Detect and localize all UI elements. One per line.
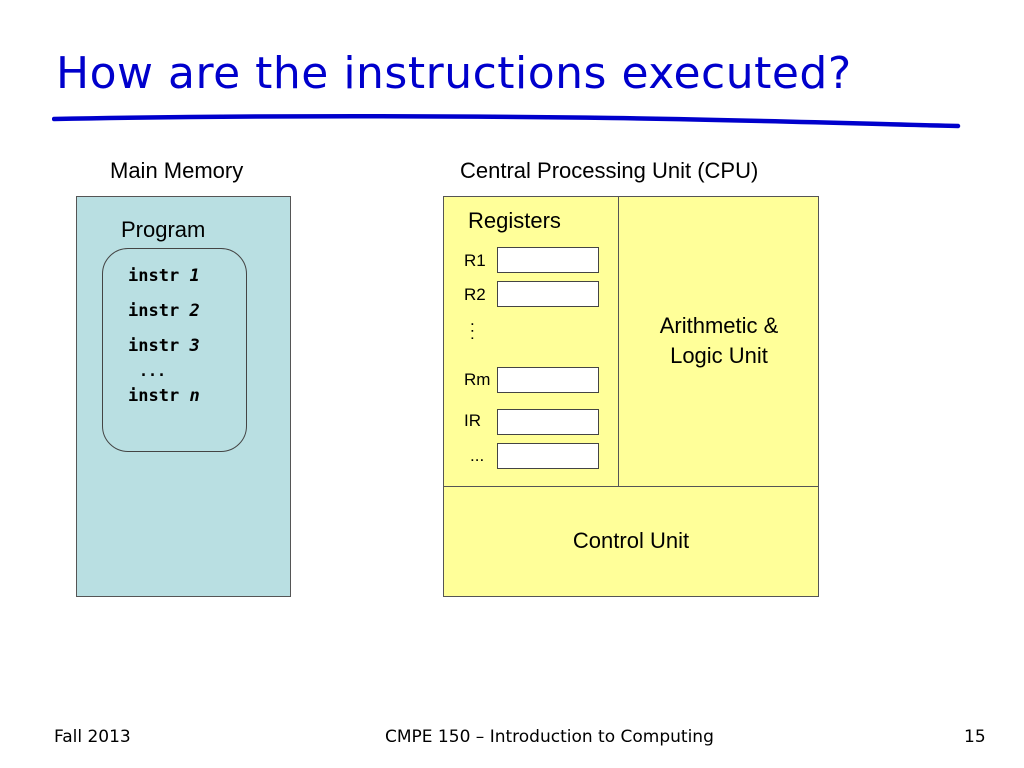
instruction-op: instr [128,386,180,406]
slide-title: How are the instructions executed? [56,48,852,99]
footer-date: Fall 2013 [54,727,131,747]
instruction-ellipsis: ... [139,362,167,380]
instruction-arg: 1 [189,266,200,286]
register-r2-box [497,281,599,307]
instruction-2: instr 2 [128,301,200,321]
instruction-arg: 3 [189,336,200,356]
register-r1-box [497,247,599,273]
program-box [102,248,247,452]
register-rm-label: Rm [464,370,491,389]
title-underline [52,114,961,129]
register-more-box [497,443,599,469]
instruction-arg: n [189,386,200,406]
alu-label: Arithmetic & Logic Unit [619,311,819,371]
register-r2-label: R2 [464,285,486,304]
register-ir-box [497,409,599,435]
register-rm-box [497,367,599,393]
instruction-op: instr [128,336,180,356]
cpu-heading: Central Processing Unit (CPU) [460,158,759,183]
registers-label: Registers [468,208,561,233]
register-dots: . : [470,310,475,343]
instruction-n: instr n [128,386,200,406]
instruction-op: instr [128,301,180,321]
register-more-label: ... [470,446,485,465]
cpu-divider-horizontal [443,486,819,487]
alu-label-line2: Logic Unit [670,343,768,368]
instruction-1: instr 1 [128,266,200,286]
main-memory-heading: Main Memory [110,158,244,183]
program-label: Program [121,217,206,242]
register-ir-label: IR [464,411,481,430]
alu-label-line1: Arithmetic & [659,313,779,338]
instruction-op: instr [128,266,180,286]
footer-page-number: 15 [964,727,986,747]
instruction-3: instr 3 [128,336,200,356]
cpu-divider-vertical [618,196,619,486]
instruction-arg: 2 [189,301,200,321]
footer-course: CMPE 150 – Introduction to Computing [385,727,714,747]
control-unit-label: Control Unit [572,528,690,553]
register-r1-label: R1 [464,251,486,270]
